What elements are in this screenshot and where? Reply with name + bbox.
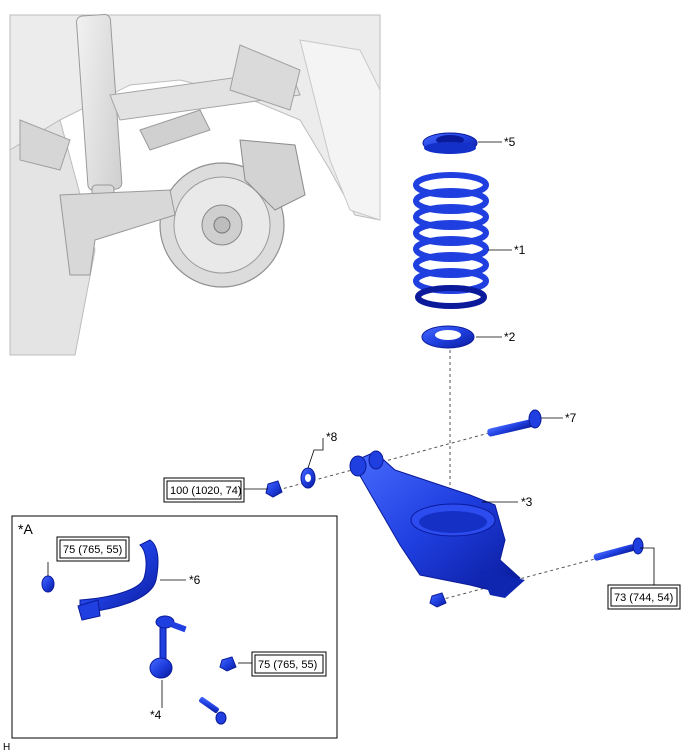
callout-2: *2 bbox=[504, 330, 516, 344]
callout-7: *7 bbox=[565, 411, 577, 425]
torque-value-lower-arm-bolt: 73 (744, 54) bbox=[614, 592, 673, 604]
callout-5: *5 bbox=[504, 135, 516, 149]
cam-washer-part-8 bbox=[300, 467, 316, 489]
torque-value-stabilizer-bracket: 75 (765, 55) bbox=[63, 544, 122, 556]
stabilizer-bushing bbox=[41, 575, 55, 593]
nut-lower-arm bbox=[429, 592, 447, 608]
torque-value-stabilizer-link: 75 (765, 55) bbox=[258, 659, 317, 671]
torque-box-bushing-bolt: 100 (1020, 74) bbox=[163, 477, 245, 503]
callout-8: *8 bbox=[326, 430, 338, 444]
callout-1: *1 bbox=[514, 243, 526, 257]
stabilizer-bar bbox=[77, 539, 159, 621]
stabilizer-link-nut bbox=[219, 656, 237, 672]
lower-spring-insulator bbox=[421, 325, 475, 349]
vehicle-suspension-background bbox=[9, 13, 381, 356]
leader-lines bbox=[47, 141, 655, 708]
bolt-lower-arm bbox=[593, 537, 644, 561]
rear-lower-arm bbox=[349, 450, 525, 598]
stabilizer-link bbox=[149, 615, 187, 679]
illustration-code: H bbox=[3, 742, 10, 753]
inset-label-a: *A bbox=[18, 521, 33, 537]
torque-box-stabilizer-link: 75 (765, 55) bbox=[251, 651, 327, 677]
callout-6: *6 bbox=[189, 573, 201, 587]
coil-spring bbox=[413, 172, 489, 309]
torque-value-bushing-bolt: 100 (1020, 74) bbox=[170, 485, 242, 497]
stabilizer-link-bolt bbox=[199, 697, 227, 725]
callout-4: *4 bbox=[150, 708, 162, 722]
torque-box-lower-arm-bolt: 73 (744, 54) bbox=[607, 584, 681, 610]
nut-left bbox=[265, 480, 283, 498]
callout-3: *3 bbox=[521, 495, 533, 509]
torque-box-stabilizer-bracket: 75 (765, 55) bbox=[56, 536, 130, 562]
upper-spring-insulator bbox=[422, 132, 478, 154]
bolt-part-7 bbox=[487, 409, 542, 437]
